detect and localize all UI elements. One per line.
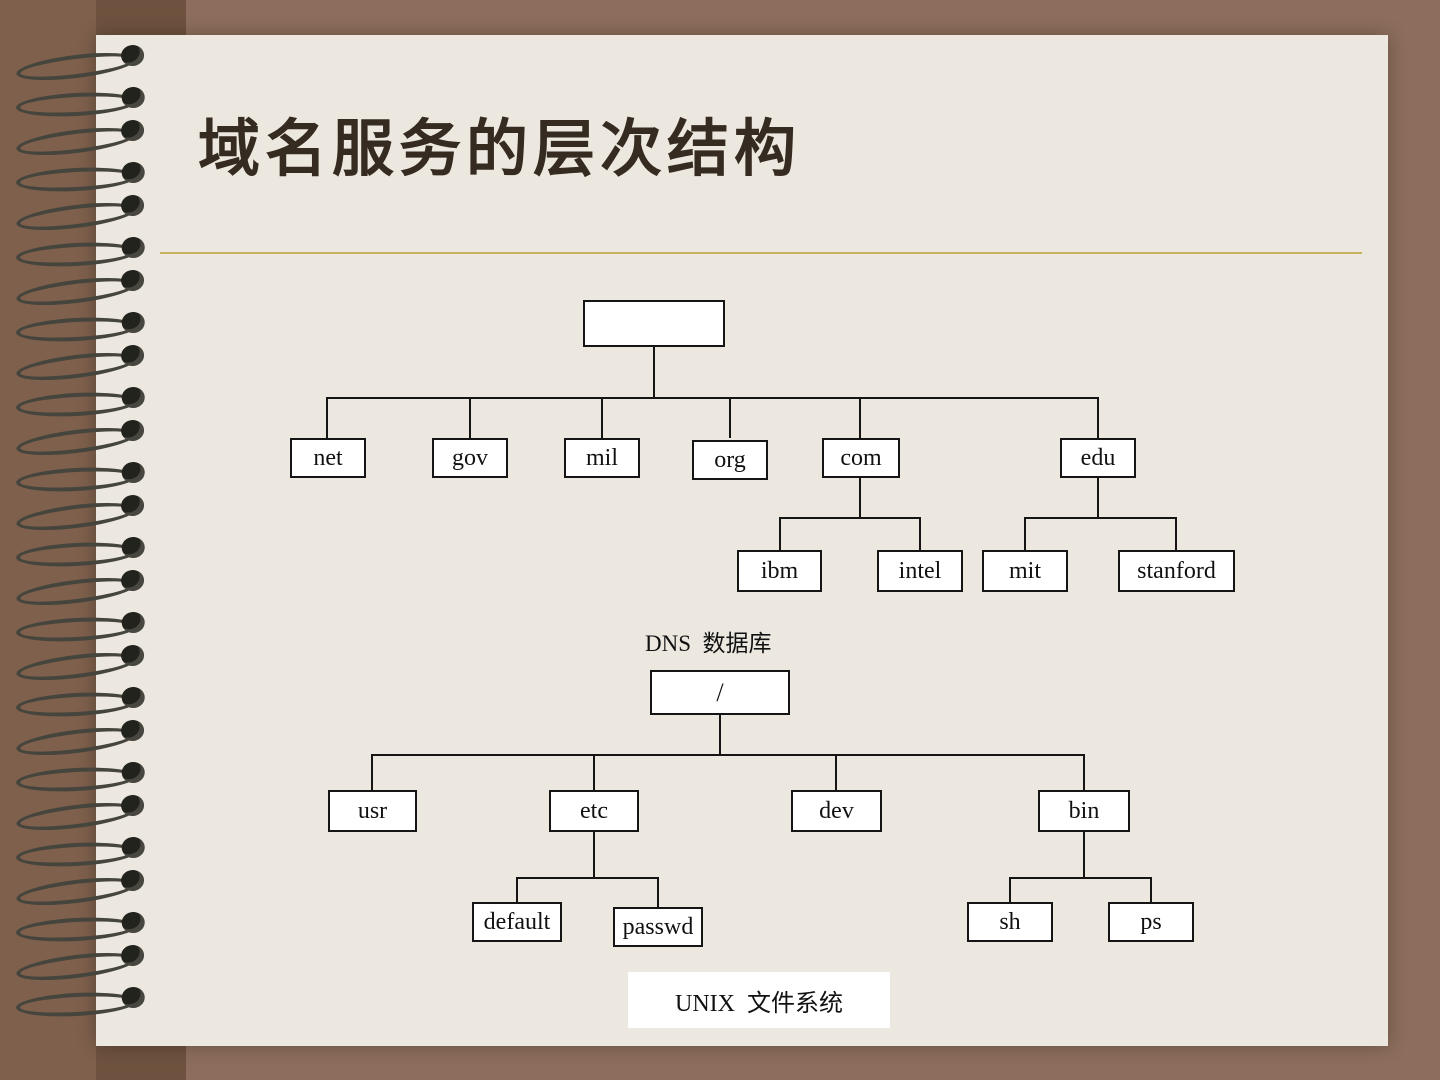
dns-node-net: net [290, 438, 366, 478]
unix-node-dev: dev [791, 790, 882, 832]
unix-node-passwd: passwd [613, 907, 703, 947]
unix-node-default: default [472, 902, 562, 942]
unix-tree-caption: UNIX 文件系统 [675, 990, 843, 1017]
backdrop-left-strip [0, 0, 96, 1080]
unix-root-box: / [650, 670, 790, 715]
slide-title: 域名服务的层次结构 [198, 115, 802, 184]
unix-node-etc: etc [549, 790, 639, 832]
slide-page [96, 35, 1388, 1046]
unix-node-sh: sh [967, 902, 1053, 942]
dns-node-ibm: ibm [737, 550, 822, 592]
dns-node-mit: mit [982, 550, 1068, 592]
unix-node-bin: bin [1038, 790, 1130, 832]
dns-root-box [583, 300, 725, 347]
dns-tree-caption: DNS 数据库 [645, 631, 772, 656]
dns-node-org: org [692, 440, 768, 480]
title-divider-line [160, 252, 1362, 254]
dns-node-gov: gov [432, 438, 508, 478]
dns-node-stanford: stanford [1118, 550, 1235, 592]
unix-node-ps: ps [1108, 902, 1194, 942]
dns-node-edu: edu [1060, 438, 1136, 478]
unix-node-usr: usr [328, 790, 417, 832]
dns-node-mil: mil [564, 438, 640, 478]
dns-node-com: com [822, 438, 900, 478]
dns-node-intel: intel [877, 550, 963, 592]
unix-caption-box: UNIX 文件系统 [628, 972, 890, 1028]
